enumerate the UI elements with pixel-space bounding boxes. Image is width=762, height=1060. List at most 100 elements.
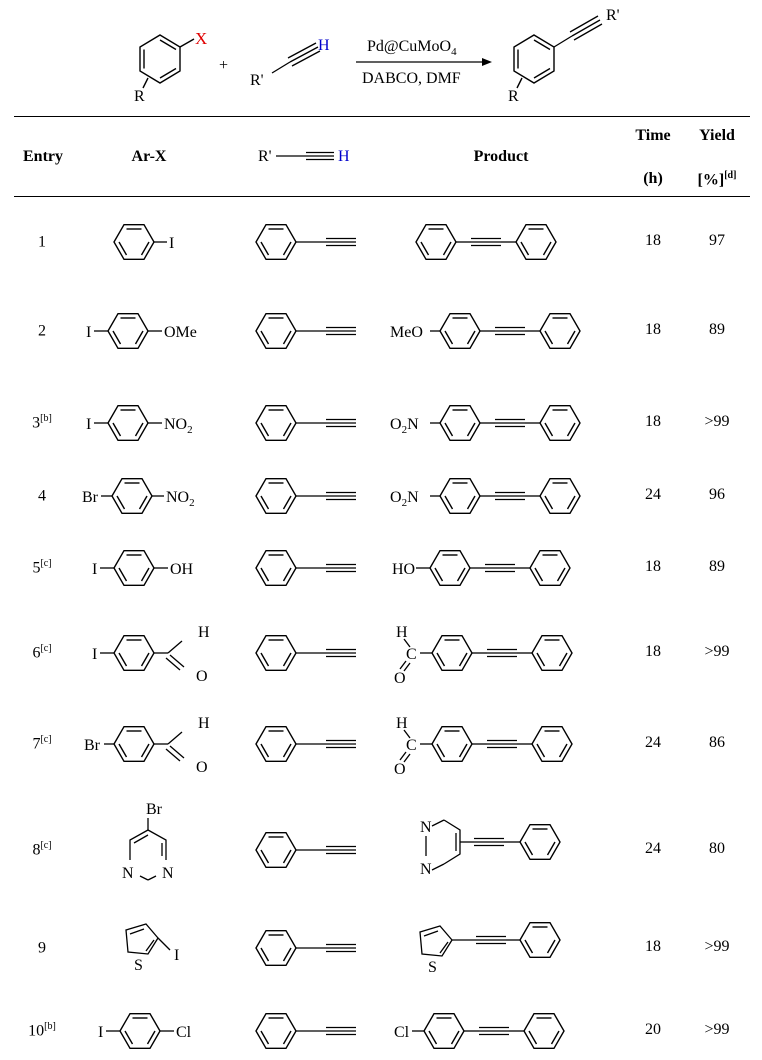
reaction-scheme: X R + R' H Pd@CuMoO4 DABCO, DMF R' R: [134, 7, 620, 105]
product-r-prime-label: R': [606, 7, 620, 24]
x-substituent-label: X: [195, 29, 207, 48]
svg-text:Br: Br: [146, 801, 163, 818]
entry-cell: 9: [38, 939, 46, 957]
time-cell: 24: [645, 734, 661, 751]
entry-cell: 4: [38, 487, 46, 505]
yield-cell: >99: [704, 1021, 730, 1038]
svg-text:Cl: Cl: [176, 1024, 192, 1041]
svg-text:N: N: [420, 819, 432, 836]
product-structure: Cl: [394, 1009, 614, 1053]
svg-text:I: I: [92, 646, 97, 663]
time-cell: 24: [645, 486, 661, 503]
time-cell: 24: [645, 840, 661, 857]
time-cell: 20: [645, 1021, 661, 1038]
product-structure: N N: [420, 819, 561, 878]
product-r-label: R: [508, 88, 519, 105]
product-general-structure: R' R: [508, 7, 620, 105]
arx-structure: I NO2: [86, 405, 193, 441]
product-structure: [416, 220, 586, 264]
svg-text:I: I: [86, 324, 91, 341]
plus-sign: +: [219, 57, 228, 74]
svg-text:N: N: [122, 865, 134, 882]
header-yield: Yield: [699, 127, 735, 144]
aryl-halide-structure: X R: [134, 29, 207, 105]
yield-cell: 86: [709, 734, 725, 751]
alkyne-structure: [256, 546, 356, 590]
table-top-rule: [14, 116, 750, 117]
svg-text:S: S: [428, 959, 437, 976]
arx-structure: Br H O: [84, 715, 210, 776]
arx-structure: I: [113, 223, 174, 260]
product-structure: H C O: [394, 624, 620, 687]
svg-text:MeO: MeO: [390, 324, 423, 341]
svg-text:I: I: [169, 235, 174, 252]
h-terminal-label: H: [318, 37, 330, 54]
svg-text:Cl: Cl: [394, 1024, 410, 1041]
entry-cell: 2: [38, 322, 46, 340]
yield-cell: 96: [709, 486, 725, 503]
svg-text:N: N: [162, 865, 174, 882]
svg-text:NO2: NO2: [166, 489, 195, 509]
svg-text:R': R': [258, 148, 272, 165]
yield-cell: >99: [704, 643, 730, 660]
svg-text:H: H: [396, 624, 408, 641]
svg-text:H: H: [338, 148, 350, 165]
svg-text:I: I: [98, 1024, 103, 1041]
entry-cell: 5[c]: [32, 558, 52, 577]
entry-cell: 1: [38, 233, 46, 251]
product-structure: H C O: [394, 715, 620, 778]
yield-cell: 89: [709, 321, 725, 338]
svg-text:O2N: O2N: [390, 416, 419, 436]
svg-text:OH: OH: [170, 561, 194, 578]
alkyne-structure: [256, 474, 356, 518]
svg-text:OMe: OMe: [164, 324, 197, 341]
svg-text:O: O: [196, 668, 208, 685]
time-cell: 18: [645, 938, 661, 955]
product-structure: MeO: [390, 309, 610, 353]
product-structure: O2N: [390, 401, 610, 445]
arx-structure: I OH: [92, 550, 194, 586]
header-arx: Ar-X: [131, 148, 167, 165]
arx-structure: Br N N: [122, 801, 174, 882]
header-time: Time: [635, 127, 671, 144]
yield-cell: >99: [704, 938, 730, 955]
svg-text:O: O: [196, 759, 208, 776]
time-cell: 18: [645, 413, 661, 430]
svg-text:C: C: [406, 646, 417, 663]
svg-text:N: N: [420, 861, 432, 878]
svg-text:H: H: [396, 715, 408, 732]
header-entry: Entry: [23, 148, 63, 165]
arx-structure: S I: [125, 923, 179, 974]
svg-text:I: I: [174, 947, 179, 964]
time-cell: 18: [645, 232, 661, 249]
arx-structure: Br NO2: [82, 478, 195, 514]
header-time-unit: (h): [643, 170, 663, 187]
r-prime-label: R': [250, 72, 264, 89]
conditions-label: DABCO, DMF: [362, 70, 461, 87]
time-cell: 18: [645, 643, 661, 660]
yield-cell: 80: [709, 840, 725, 857]
alkyne-structure: [256, 828, 356, 872]
yield-cell: >99: [704, 413, 730, 430]
entry-cell: 8[c]: [32, 840, 52, 859]
alkyne-structure: [256, 401, 356, 445]
alkyne-structure: [256, 220, 356, 264]
r-substituent-label: R: [134, 88, 145, 105]
svg-text:O: O: [394, 670, 406, 687]
arx-structure: I H O: [92, 624, 210, 685]
catalyst-label: Pd@CuMoO4: [367, 38, 457, 58]
time-cell: 18: [645, 558, 661, 575]
alkyne-structure: [256, 1009, 356, 1053]
svg-text:I: I: [92, 561, 97, 578]
entry-cell: 6[c]: [32, 643, 52, 662]
svg-text:S: S: [134, 957, 143, 974]
reaction-arrow: Pd@CuMoO4 DABCO, DMF: [356, 38, 492, 87]
header-yield-unit: [%][d]: [697, 170, 737, 189]
svg-text:H: H: [198, 624, 210, 641]
alkyne-structure: [256, 631, 356, 675]
svg-text:O2N: O2N: [390, 489, 419, 509]
entry-cell: 3[b]: [32, 413, 52, 432]
svg-text:HO: HO: [392, 561, 415, 578]
yield-cell: 89: [709, 558, 725, 575]
header-product: Product: [473, 148, 529, 165]
